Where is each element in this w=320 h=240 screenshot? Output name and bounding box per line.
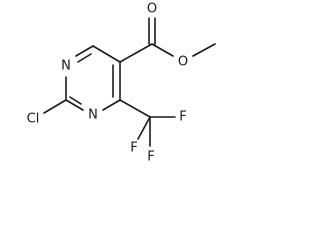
pyrimidine-ring bbox=[65, 45, 121, 111]
trifluoromethyl-group bbox=[119, 99, 176, 147]
bond-ester-o-methyl bbox=[192, 43, 216, 57]
atom-f-right: F bbox=[179, 110, 186, 125]
bond-n3-c2-inner bbox=[69, 96, 82, 105]
bond-c4-n3 bbox=[102, 99, 121, 111]
bond-c2-cl bbox=[43, 99, 67, 114]
ester-group bbox=[119, 17, 216, 63]
atom-n-bottom: N bbox=[88, 108, 98, 123]
bond-cf3-f-left bbox=[137, 116, 151, 140]
bond-n3-c2 bbox=[65, 99, 84, 111]
atom-n-top: N bbox=[61, 59, 71, 74]
atom-f-bottom: F bbox=[147, 150, 154, 165]
atom-o-carbonyl: O bbox=[147, 2, 157, 17]
atom-cl: Cl bbox=[27, 112, 40, 127]
atom-f-left: F bbox=[130, 141, 137, 156]
bond-c4-cf3 bbox=[119, 99, 151, 118]
atom-o-ester: O bbox=[178, 55, 188, 70]
bond-carbonyl-ester-o bbox=[151, 43, 174, 57]
bond-n1-c6 bbox=[75, 45, 94, 57]
bond-c6-c5 bbox=[92, 45, 121, 63]
bond-n1-c6-inner bbox=[77, 53, 92, 63]
chemical-structure: N N Cl O O F F F bbox=[27, 2, 216, 165]
bond-c5-carbonyl bbox=[119, 43, 153, 63]
